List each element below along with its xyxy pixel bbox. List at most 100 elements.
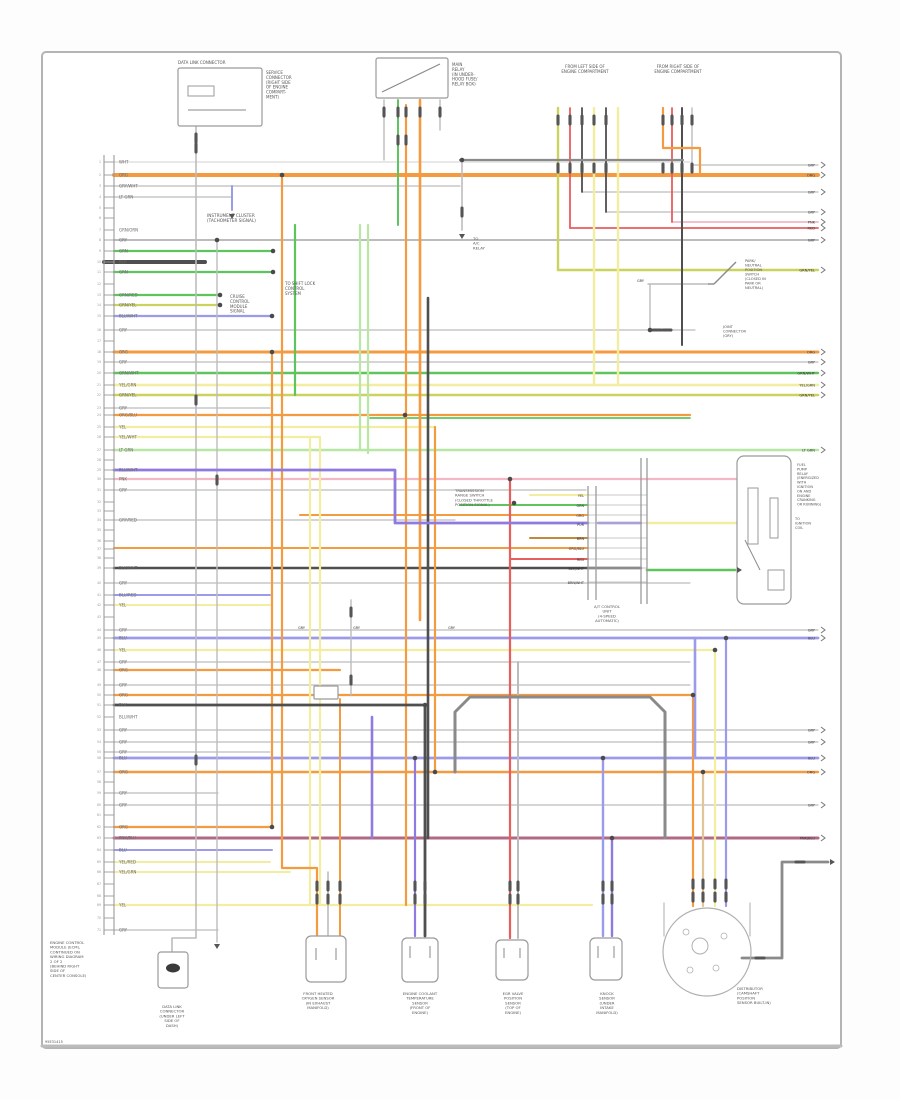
wire-color-label: WHT (119, 159, 129, 164)
ecm-pin-number: 63 (97, 836, 101, 840)
continuation-chevron-icon (820, 188, 826, 196)
wire-color-label: LT GRN (119, 194, 133, 199)
junction-dot (507, 476, 513, 482)
component-label: FROM LEFT SIDE OF (565, 64, 605, 69)
junction-dot (402, 412, 408, 418)
continuation-chevron-icon (820, 161, 826, 169)
wire-color-label: GRY (119, 405, 128, 410)
wire-color-label: ORG (119, 172, 128, 177)
junction-dot (412, 755, 418, 761)
wire-color-label: BLU/WHT (119, 714, 138, 719)
ecm-pin-number: 42 (97, 603, 101, 607)
component-label: CONTROL (285, 286, 305, 291)
wire-color-label: GRY (637, 279, 645, 283)
ecm-pin-number: 59 (97, 791, 101, 795)
component-box (589, 937, 623, 981)
component-box (736, 455, 792, 605)
component-label: NEUTRAL) (745, 286, 764, 290)
component-label: POSITION (504, 996, 522, 1001)
component-label: SERVICE (266, 70, 283, 75)
ecm-pin-number: 25 (97, 425, 101, 429)
component-label: ENGINE COOLANT (403, 991, 438, 996)
component-label: FRONT HEATED (303, 991, 332, 996)
wire-color-label: YEL/GRN (799, 383, 815, 387)
ecm-pin-number: 30 (97, 477, 101, 481)
component-label: DATA LINK (162, 1004, 182, 1009)
wire-color-label: GRN/YEL (799, 393, 815, 397)
wire-color-label: BLK/WHT (119, 565, 138, 570)
ecm-pin-number: 9 (99, 249, 101, 253)
component-label: 95E31415 (45, 1040, 63, 1044)
wire-color-label: GRN (119, 248, 128, 253)
ecm-pin-number: 8 (99, 238, 101, 242)
wire-color-label: GRY/RED (119, 517, 137, 522)
wire-color-label: BLK (119, 702, 127, 707)
ecm-pin-number: 29 (97, 468, 101, 472)
component-label: (ENERGIZED (797, 476, 819, 480)
junction-dot (217, 292, 223, 298)
component-label: INSTRUMENT CLUSTER (207, 213, 255, 218)
ecm-pin-number: 15 (97, 314, 101, 318)
wire-bend (661, 106, 702, 175)
wire-color-label: GRN/WHT (119, 370, 139, 375)
continuation-chevron-icon (820, 726, 826, 734)
wire-color-label: BLU (808, 756, 815, 760)
ecm-pin-number: 14 (97, 303, 101, 307)
distributor-circle (686, 966, 694, 974)
component-box (177, 67, 263, 127)
component-label: SENSOR (599, 996, 615, 1001)
junction-dot (269, 349, 275, 355)
ecm-pin-number: 10 (97, 260, 101, 264)
component-label: A/C (473, 241, 480, 246)
junction-dot (647, 327, 653, 333)
component-label: ENGINE) (412, 1010, 429, 1015)
wire-color-label: ORG (807, 770, 815, 774)
component-label: (CAMSHAFT (737, 991, 760, 996)
ecm-pin-number: 26 (97, 435, 101, 439)
ecm-pin-number: 49 (97, 683, 101, 687)
component-label: JOINT (722, 325, 734, 329)
wire-color-label: ORG (119, 769, 128, 774)
ecm-pin-number: 43 (97, 615, 101, 619)
junction-dot (270, 269, 276, 275)
wire-color-label: GRY (808, 238, 816, 242)
ecm-pin-number: 50 (97, 693, 101, 697)
component-label: (IN EXHAUST (306, 1000, 331, 1005)
wire-color-label: GRY (119, 749, 128, 754)
component-label: PARK/ (745, 259, 756, 263)
arrow-right (737, 567, 742, 573)
arrow-down (459, 234, 465, 239)
continuation-chevron-icon (820, 768, 826, 776)
ecm-pin-number: 31 (97, 488, 101, 492)
component-label: MANIFOLD) (307, 1005, 329, 1010)
wire-color-label: PNK (808, 220, 816, 224)
distributor-circle (662, 907, 752, 997)
component-label: RELAY BOX) (452, 82, 476, 87)
wire-color-label: GRY (808, 728, 816, 732)
component-label: KNOCK (600, 991, 614, 996)
ecm-pin-number: 47 (97, 660, 101, 664)
distributor-circle (691, 937, 709, 955)
ecm-pin-number: 1 (99, 160, 101, 164)
wire-color-label: PUR (577, 523, 585, 527)
ecm-pin-number: 13 (97, 293, 101, 297)
wire-color-label: GRY (808, 803, 816, 807)
ecm-pin-number: 60 (97, 803, 101, 807)
wire-color-label: GRY (808, 740, 816, 744)
wire-color-label: GRY (119, 580, 128, 585)
wire-color-label: YEL (118, 424, 127, 429)
continuation-chevron-icon (820, 348, 826, 356)
component-label: (CLOSED IN (745, 277, 766, 281)
wire-color-label: BLK/WHT (568, 567, 584, 571)
wire-color-label: GRY/WHT (119, 183, 138, 188)
distributor-circle (720, 932, 728, 940)
component-label: NEUTRAL (745, 264, 762, 268)
ecm-pin-number: 3 (99, 184, 101, 188)
wire-color-label: ORG (119, 667, 128, 672)
component-box (495, 939, 529, 981)
wire-color-label: YEL/RED (118, 859, 136, 864)
wire-color-label: GRY (119, 659, 128, 664)
wire-color-label: GRY (808, 360, 816, 364)
component-detail (187, 85, 215, 97)
component-detail (381, 63, 441, 93)
